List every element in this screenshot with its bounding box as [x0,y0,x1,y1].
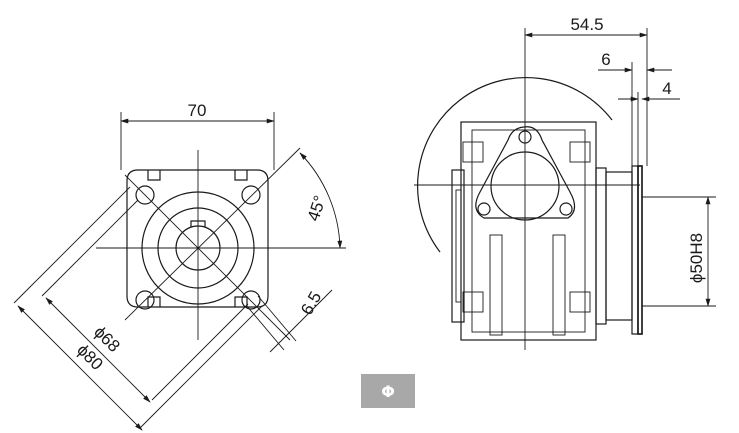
dia-80-line [17,305,143,431]
dim-6-5-label: 6.5 [297,288,325,318]
diag-line-1 [124,174,291,341]
bolt-hole-tr [241,185,261,205]
left-side-flange [451,169,465,323]
right-flange-b [605,171,633,321]
ear-bottom-left [462,291,484,313]
bolt-hole-tl [135,185,155,205]
dim-6-label: 6 [601,50,610,69]
housing-circle [417,77,613,253]
dia-ext-1 [13,186,131,304]
right-side-view: 54.5 6 4 ϕ50H8 [414,15,716,350]
dim-6-5-ext-a [245,304,285,351]
bolt-hole-br [241,290,261,310]
output-plate [631,165,639,335]
dim-70-label: 70 [188,101,207,120]
gearbox-body [460,121,597,341]
slot-right [552,234,566,336]
notch-top-left [147,170,161,181]
motor-flange [475,126,576,219]
flange-outline [126,169,269,308]
gearbox-inner [471,129,586,333]
dim-54-5-label: 54.5 [570,15,603,34]
dim-50-label: ϕ50H8 [687,233,706,283]
output-plate-rim [637,165,643,335]
ear-top-right [569,141,591,163]
dia-ext-3 [151,303,249,401]
diag-line-2 [124,147,301,321]
left-flange-view: 70 45° 6.5 ϕ68 ϕ80 [13,101,346,431]
dim-6-5-line [269,289,333,353]
notch-top-right [234,170,248,181]
dim-4-label: 4 [662,79,671,98]
slot-left [489,234,503,336]
dim-45-label: 45° [304,193,330,223]
notch-bottom-right [234,296,248,307]
right-flange-a [595,167,607,325]
dia-ext-4 [139,305,263,429]
ear-bottom-right [569,291,591,313]
dia-ext-2 [41,199,139,297]
left-side-flange-inner [455,189,462,303]
dim-45-arc [299,152,343,249]
view-symbol-badge[interactable]: Φ [361,374,415,408]
ear-top-left [462,141,484,163]
motor-hole-right [559,202,573,216]
dim-6-5-ext-b [257,295,297,342]
motor-hole-left [477,202,491,216]
